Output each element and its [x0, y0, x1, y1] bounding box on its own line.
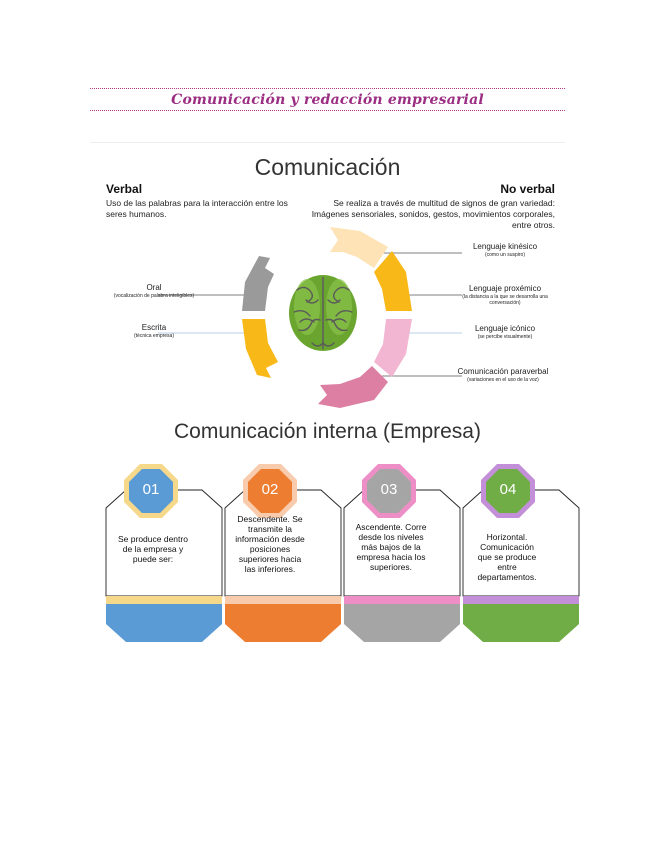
label-kinesico: Lenguaje kinésico (como un suspiro) [455, 242, 555, 258]
label-paraverbal: Comunicación paraverbal (variaciones en … [455, 367, 551, 383]
label-paraverbal-title: Comunicación paraverbal [457, 367, 549, 376]
internal-communication-title: Comunicación interna (Empresa) [174, 420, 481, 443]
ring-segment-paraverbal [318, 366, 388, 408]
card-03-text: Ascendente. Corre desde los niveles más … [355, 522, 427, 572]
card-02-number: 02 [261, 481, 279, 498]
label-iconico: Lenguaje icónico (se percibe visualmente… [455, 324, 555, 340]
card-01-text: Se produce dentro de la empresa y puede … [118, 534, 188, 564]
card-04-text: Horizontal. Comunicación que se produce … [477, 532, 537, 582]
label-iconico-detail: (se percibe visualmente) [477, 334, 533, 340]
ring-segment-oral [242, 256, 274, 311]
label-proxemico-detail: (la distancia a la que se desarrolla una… [462, 294, 548, 306]
ring-segment-iconico [374, 319, 412, 377]
label-iconico-title: Lenguaje icónico [474, 324, 536, 333]
card-02-shape [224, 464, 342, 642]
ring-segment-escrita [242, 319, 278, 378]
label-oral: Oral (vocalización de palabra inteligibl… [104, 283, 204, 299]
label-proxemico-title: Lenguaje proxémico [468, 284, 542, 293]
card-04-number: 04 [499, 481, 517, 498]
brain-icon [289, 275, 357, 351]
document-header-title: Comunicación y redacción empresarial [171, 92, 484, 108]
label-escrita-detail: (técnica empresa) [133, 333, 174, 339]
card-03-shape [343, 464, 461, 642]
card-04-shape [462, 464, 580, 642]
ring-segment-kinesico [330, 227, 388, 268]
verbal-description: Uso de las palabras para la interacción … [106, 198, 288, 219]
section-divider [90, 142, 565, 143]
header-bottom-rule [90, 110, 565, 111]
verbal-heading: Verbal [106, 182, 143, 196]
communication-title: Comunicación [254, 154, 401, 180]
label-paraverbal-detail: (variaciones en el uso de la voz) [467, 377, 539, 383]
label-kinesico-title: Lenguaje kinésico [472, 242, 538, 251]
card-03-number: 03 [380, 481, 398, 498]
card-02-text: Descendente. Se transmite la información… [235, 514, 305, 574]
label-escrita: Escrita (técnica empresa) [104, 323, 204, 339]
noverbal-description: Se realiza a través de multitud de signo… [311, 198, 555, 230]
card-01-number: 01 [142, 481, 160, 498]
label-proxemico: Lenguaje proxémico (la distancia a la qu… [455, 284, 555, 306]
label-oral-detail: (vocalización de palabra inteligibles) [113, 293, 195, 299]
noverbal-heading: No verbal [500, 182, 555, 196]
header-top-rule [90, 88, 565, 89]
label-kinesico-detail: (como un suspiro) [484, 252, 525, 258]
label-oral-title: Oral [146, 283, 162, 292]
ring-segment-proxemico [374, 251, 412, 311]
card-01-shape [105, 464, 223, 642]
connector-lines [158, 252, 462, 377]
label-escrita-title: Escrita [141, 323, 167, 332]
